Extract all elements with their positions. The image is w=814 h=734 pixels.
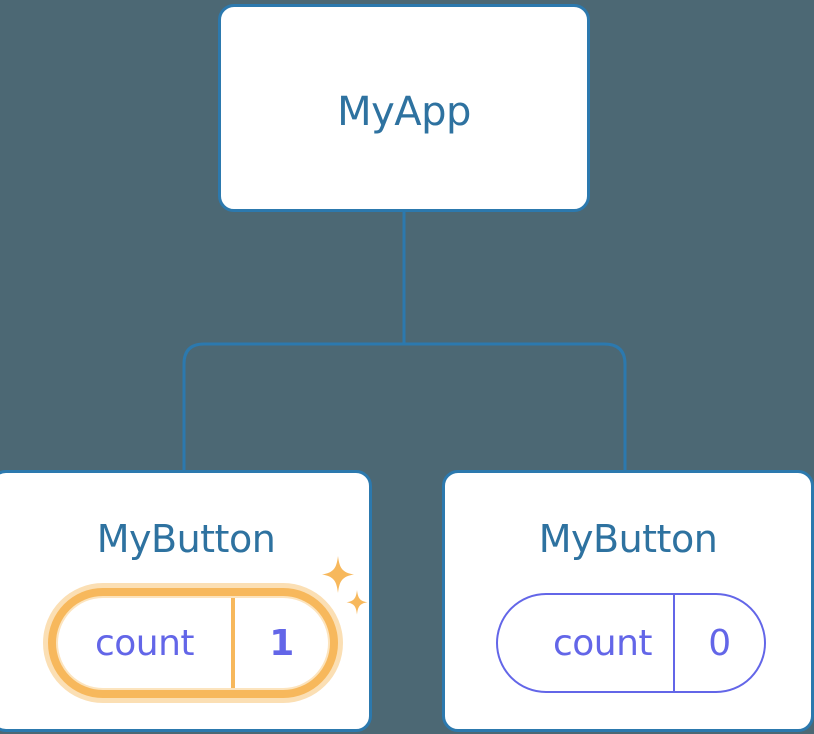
node-mybutton-right-title: MyButton [538, 517, 718, 561]
node-myapp-title: MyApp [337, 89, 471, 135]
state-key-right: count [498, 595, 675, 691]
node-myapp[interactable]: MyApp [218, 4, 590, 212]
node-mybutton-left[interactable]: MyButton count 1 [0, 470, 372, 732]
state-value-right: 0 [708, 622, 731, 664]
state-key-left: count [58, 598, 235, 688]
state-pill-highlight-wrapper: count 1 [43, 583, 343, 703]
node-mybutton-right[interactable]: MyButton count 0 [442, 470, 814, 732]
state-pill-right[interactable]: count 0 [496, 593, 766, 693]
connector-branch-bar [182, 342, 627, 472]
state-pill-left[interactable]: count 1 [58, 598, 328, 688]
state-value-left: 1 [269, 622, 294, 664]
node-mybutton-left-title: MyButton [96, 517, 276, 561]
